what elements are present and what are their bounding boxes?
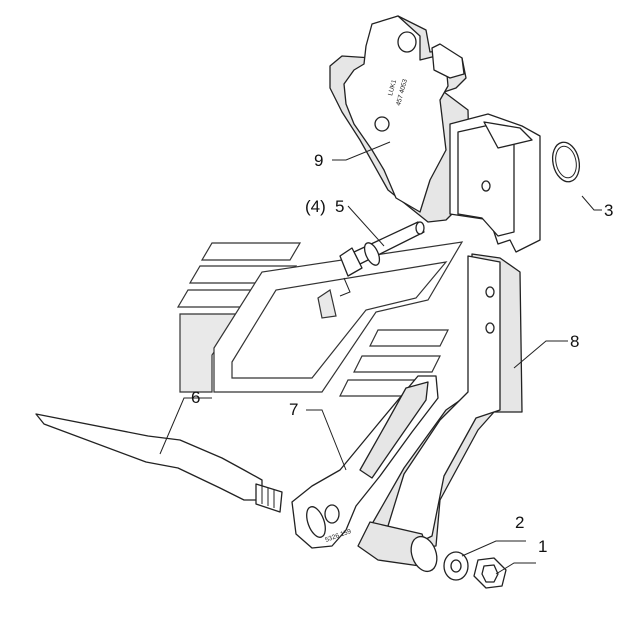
washer-part-2 (443, 551, 469, 581)
callout-1: 1 (538, 537, 547, 556)
callout-3: 3 (604, 201, 613, 220)
bushing-part-2 (357, 521, 438, 573)
callout-9: 9 (314, 151, 323, 170)
callout-2: 2 (515, 513, 524, 532)
tine-part-6 (35, 413, 283, 513)
callout-7: 7 (289, 400, 298, 419)
watermark-logo (176, 241, 464, 397)
bracket-part-9: LUK1 457 4053 (329, 15, 541, 253)
link-arm-part-7: 5326 159 (291, 375, 439, 549)
bracket-code-a: LUK1 (387, 79, 398, 97)
callout-4: (4) (305, 197, 326, 216)
pin-part-5 (339, 221, 425, 297)
callout-6: 6 (191, 388, 200, 407)
callout-8: 8 (570, 332, 579, 351)
nut-part-1 (473, 557, 507, 589)
callout-5: 5 (335, 197, 344, 216)
leader-lines (159, 141, 602, 575)
spring-ring-part-3 (551, 141, 581, 183)
